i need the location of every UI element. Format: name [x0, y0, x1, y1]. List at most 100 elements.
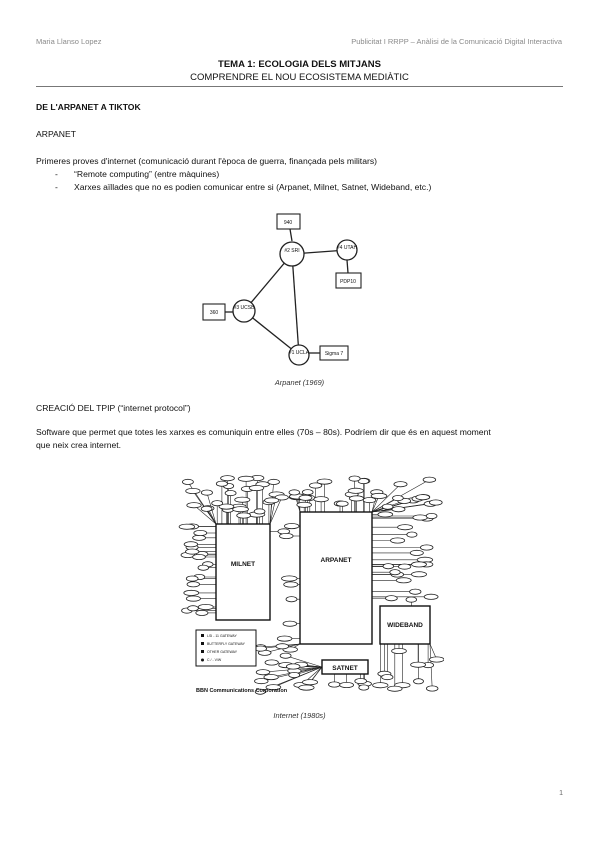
- host-oval: [236, 512, 252, 519]
- host-oval: [390, 537, 406, 544]
- host-oval: [381, 503, 394, 510]
- host-oval: [425, 513, 438, 520]
- host-label: PDP10: [340, 279, 356, 285]
- host-oval: [220, 475, 235, 482]
- arpanet-intro: Primeres proves d'internet (comunicació …: [36, 156, 377, 166]
- host-oval: [381, 674, 394, 681]
- host-oval: [234, 496, 251, 503]
- host-oval: [274, 494, 289, 501]
- host-oval: [410, 661, 427, 668]
- host-oval: [428, 499, 443, 506]
- host-oval: [298, 494, 313, 501]
- host-oval: [185, 487, 201, 494]
- tcpip-paragraph: Software que permet que totes les xarxes…: [36, 426, 563, 452]
- host-oval: [348, 475, 361, 482]
- host-label: 940: [284, 220, 293, 226]
- host-oval: [288, 489, 301, 496]
- network-label: SATNET: [332, 665, 358, 672]
- host-oval: [413, 678, 424, 685]
- host-oval: [296, 501, 312, 508]
- legend-entry: C / - V/W: [207, 658, 222, 662]
- tcpip-text-line: Software que permet que totes les xarxes…: [36, 427, 491, 437]
- host-label: 360: [210, 310, 219, 316]
- host-oval: [391, 506, 406, 513]
- host-label: Sigma 7: [325, 351, 344, 357]
- host-oval: [309, 482, 323, 489]
- host-oval: [279, 652, 292, 659]
- host-oval: [288, 671, 301, 678]
- host-box: [202, 213, 362, 361]
- internet-1980s-map: MILNET ARPANET WIDEBAND SATNET LSI - 11 …: [178, 475, 444, 695]
- host-oval: [358, 684, 370, 691]
- host-oval: [415, 494, 431, 501]
- host-oval: [354, 678, 368, 685]
- legend-entry: LSI - 11 GATEWAY: [207, 634, 237, 638]
- page-number: 1: [559, 790, 563, 797]
- host-oval: [412, 514, 428, 521]
- host-oval: [195, 609, 209, 616]
- host-oval: [392, 495, 404, 502]
- host-oval: [313, 496, 329, 503]
- host-oval: [248, 484, 265, 491]
- host-oval: [298, 684, 315, 691]
- host-oval: [183, 589, 200, 596]
- bullet-text: Xarxes aïllades que no es podien comunic…: [74, 182, 432, 192]
- host-oval: [395, 577, 412, 584]
- host-oval: [347, 487, 364, 494]
- host-oval: [283, 523, 300, 530]
- host-oval: [405, 596, 418, 603]
- host-oval: [281, 575, 298, 582]
- host-oval: [398, 563, 412, 570]
- host-oval: [409, 549, 424, 556]
- arpanet-1969-diagram: #2 SRI #4 UTAH #3 UCSB #1 UCLA 940 PDP10…: [202, 213, 362, 366]
- header-course: Publicitat I RRPP – Anàlisi de la Comuni…: [351, 37, 562, 46]
- arpanet-figure-caption: Arpanet (1969): [274, 378, 325, 387]
- host-oval-cluster: [178, 475, 444, 695]
- host-oval: [264, 659, 279, 666]
- host-oval: [377, 511, 394, 518]
- host-oval: [218, 503, 235, 510]
- bullet-item: -Xarxes aïllades que no es podien comuni…: [55, 182, 432, 192]
- page-title: TEMA 1: ECOLOGIA DELS MITJANS: [218, 59, 381, 70]
- host-oval: [409, 588, 422, 595]
- host-oval: [183, 541, 199, 548]
- host-oval: [187, 605, 199, 612]
- internet-figure-caption: Internet (1980s): [273, 711, 326, 720]
- host-oval: [285, 663, 301, 670]
- host-oval: [419, 544, 434, 551]
- tcpip-heading: CREACIÓ DEL TPIP (“internet protocol”): [36, 403, 191, 413]
- host-oval: [200, 505, 213, 512]
- host-oval: [387, 685, 403, 692]
- host-oval: [393, 481, 408, 488]
- host-oval: [224, 490, 237, 497]
- host-oval: [301, 489, 314, 496]
- node-label: #2 SRI: [284, 248, 299, 254]
- bullet-item: -“Remote computing” (entre màquines): [55, 169, 220, 179]
- host-oval: [389, 569, 401, 576]
- section-heading: DE L'ARPANET A TIKTOK: [36, 102, 141, 112]
- title-divider: [36, 86, 563, 87]
- node-label: #1 UCLA: [289, 350, 310, 356]
- host-oval: [422, 476, 437, 483]
- host-oval: [423, 593, 439, 600]
- host-oval: [336, 500, 349, 507]
- page-subtitle: COMPRENDRE EL NOU ECOSISTEMA MEDIÀTIC: [190, 72, 409, 83]
- host-oval: [255, 669, 271, 676]
- header-author: Maria Llanso Lopez: [36, 37, 102, 46]
- host-oval: [385, 595, 398, 602]
- host-oval: [197, 603, 214, 610]
- host-oval: [275, 643, 290, 650]
- legend-entry: BUTTERFLY GATEWAY: [207, 642, 246, 646]
- host-oval: [185, 575, 199, 582]
- host-oval: [186, 502, 202, 509]
- host-oval: [406, 531, 418, 538]
- host-oval: [391, 647, 407, 654]
- satnet-block: [321, 659, 369, 675]
- network-label: MILNET: [231, 561, 255, 568]
- host-oval: [200, 489, 213, 496]
- host-oval: [185, 595, 201, 602]
- host-oval: [211, 500, 224, 507]
- wideband-block: [379, 605, 431, 645]
- host-oval: [181, 478, 194, 485]
- host-oval: [279, 533, 294, 540]
